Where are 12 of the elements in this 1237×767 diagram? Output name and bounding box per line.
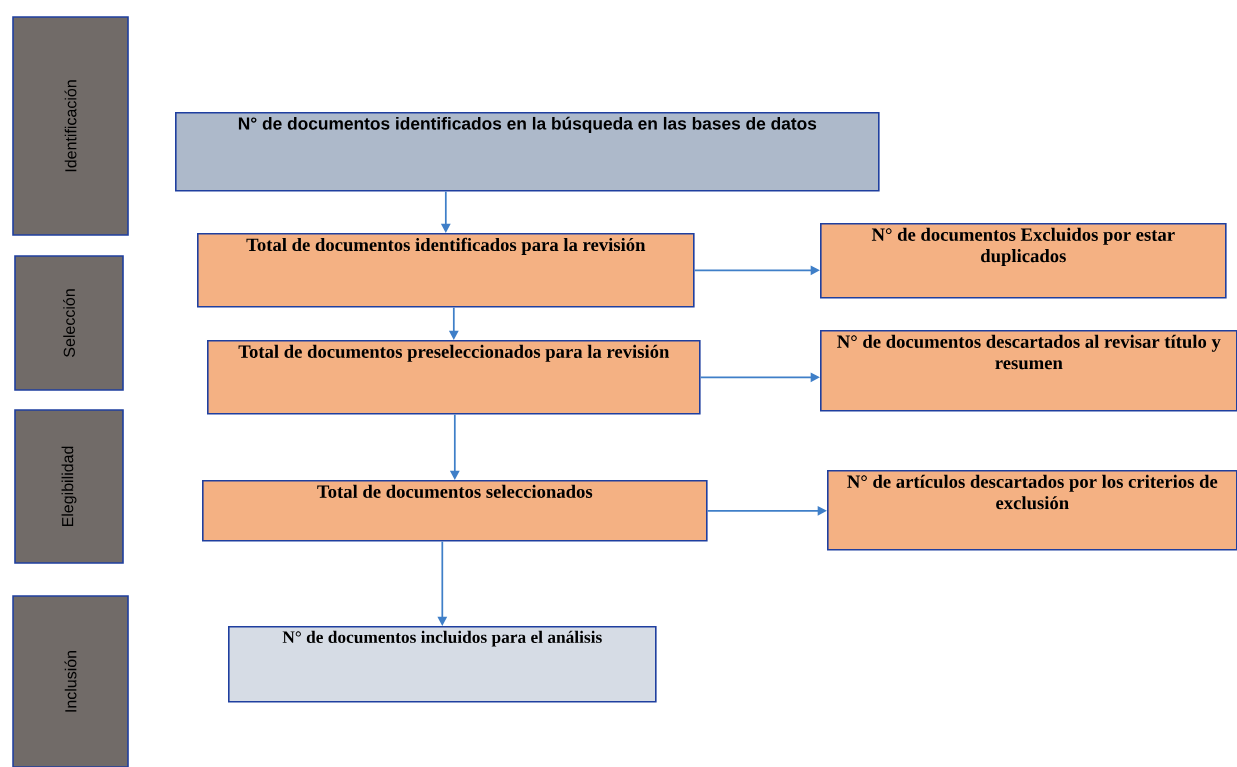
phase-band: Selección [14, 255, 124, 391]
exclusion-box: N° de documentos descartados al revisar título y resumen [820, 330, 1237, 412]
result-box: N° de documentos incluidos para el análisis [228, 626, 657, 703]
phase-band: Identificación [12, 16, 129, 236]
phase-band: Elegibilidad [14, 409, 124, 564]
process-box: N° de documentos identificados en la búsqueda en las bases de datos [175, 112, 880, 192]
process-box: Total de documentos preseleccionados para la revisión [207, 340, 701, 415]
exclusion-box: N° de documentos Excluidos por estar duplicados [820, 223, 1227, 299]
phase-band: Inclusión [12, 595, 129, 767]
exclusion-box: N° de artículos descartados por los criterios de exclusión [827, 470, 1237, 551]
process-box: Total de documentos seleccionados [202, 480, 708, 542]
process-box: Total de documentos identificados para la revisión [197, 233, 695, 308]
